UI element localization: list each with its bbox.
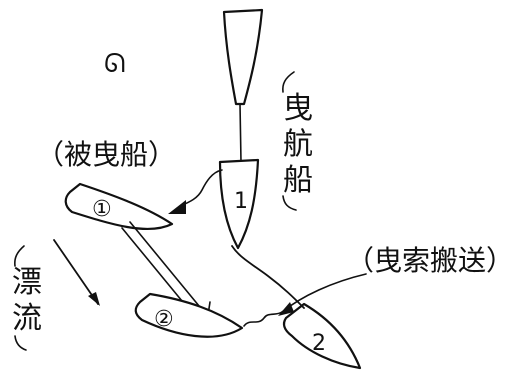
towing-ship-1: 1 bbox=[218, 158, 260, 250]
drift-direction bbox=[53, 239, 100, 306]
drift-label-char-2: 流 bbox=[12, 301, 42, 336]
towing-ship-2: 2 bbox=[282, 302, 362, 370]
tow-rope-transport-label: （曳索搬送） bbox=[346, 244, 514, 277]
towed-ship-2-marker: ② bbox=[154, 307, 174, 332]
towing-ship-label: 曳 航 船 bbox=[282, 71, 313, 211]
tow-path-curve bbox=[231, 245, 305, 309]
towed-ship-1: ① bbox=[64, 182, 174, 231]
towed-ship-1-marker: ① bbox=[92, 197, 112, 222]
tow-rope-leader-line bbox=[281, 273, 367, 313]
drift-label: 漂 流 bbox=[12, 245, 42, 351]
towing-ship-label-char-3: 船 bbox=[283, 163, 313, 198]
towing-ship-2-number: 2 bbox=[312, 331, 326, 356]
wind-symbol: ᘏ bbox=[104, 49, 126, 79]
towing-ship-label-char-2: 航 bbox=[283, 127, 313, 162]
tow-line-arrowhead bbox=[168, 200, 186, 214]
towing-ship-connection-line bbox=[239, 103, 242, 163]
tow-rope-wavy bbox=[243, 311, 283, 327]
towing-ship-label-char-1: 曳 bbox=[283, 91, 313, 126]
drift-label-char-1: 漂 bbox=[12, 265, 42, 300]
towed-ship-label: （被曳船） bbox=[36, 138, 176, 171]
tow-line-1 bbox=[179, 169, 223, 207]
tow-rope-leader-arrowhead bbox=[278, 302, 294, 316]
towed-ship-2: ② bbox=[134, 292, 244, 338]
towing-ship-1-number: 1 bbox=[234, 189, 248, 214]
towing-ship-bow-section bbox=[222, 8, 264, 106]
